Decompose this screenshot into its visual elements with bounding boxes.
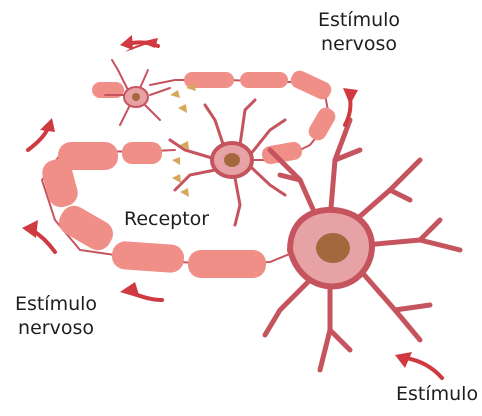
myelin-segment bbox=[288, 68, 334, 102]
myelin-segment bbox=[58, 142, 118, 170]
stimulus-label-left: Estímulo nervoso bbox=[6, 292, 106, 340]
stimulus-label-left-line2: nervoso bbox=[6, 316, 106, 340]
arrow-shaft bbox=[130, 292, 162, 300]
myelin-segment bbox=[188, 250, 266, 278]
stimulus-label-left-line1: Estímulo bbox=[6, 292, 106, 316]
arrow-shaft bbox=[32, 230, 55, 252]
stimulus-label-top-line2: nervoso bbox=[300, 32, 418, 56]
arrow-shaft bbox=[28, 128, 48, 150]
receptor-label: Receptor bbox=[124, 207, 209, 231]
axon-terminal bbox=[172, 157, 180, 165]
small-neuron-nucleus bbox=[132, 93, 140, 101]
stimulus-label-top: Estímulo nervoso bbox=[300, 8, 418, 56]
large-neuron-nucleus bbox=[316, 233, 350, 263]
axon-terminal bbox=[180, 188, 189, 197]
axon-terminal bbox=[178, 104, 187, 113]
arrow-shaft bbox=[406, 358, 442, 378]
arrow-head-icon bbox=[22, 220, 38, 238]
myelin-segment bbox=[122, 142, 162, 164]
axon-terminal bbox=[170, 90, 180, 98]
stimulus-label-bottom: Estímulo bbox=[396, 382, 478, 406]
myelin-segment bbox=[54, 201, 117, 255]
myelin-segment bbox=[306, 105, 339, 143]
axon-terminal bbox=[172, 174, 181, 183]
myelin-segment bbox=[111, 241, 185, 274]
stimulus-label-top-line1: Estímulo bbox=[300, 8, 418, 32]
medium-neuron-nucleus bbox=[224, 153, 240, 167]
myelin-segment bbox=[240, 72, 288, 88]
